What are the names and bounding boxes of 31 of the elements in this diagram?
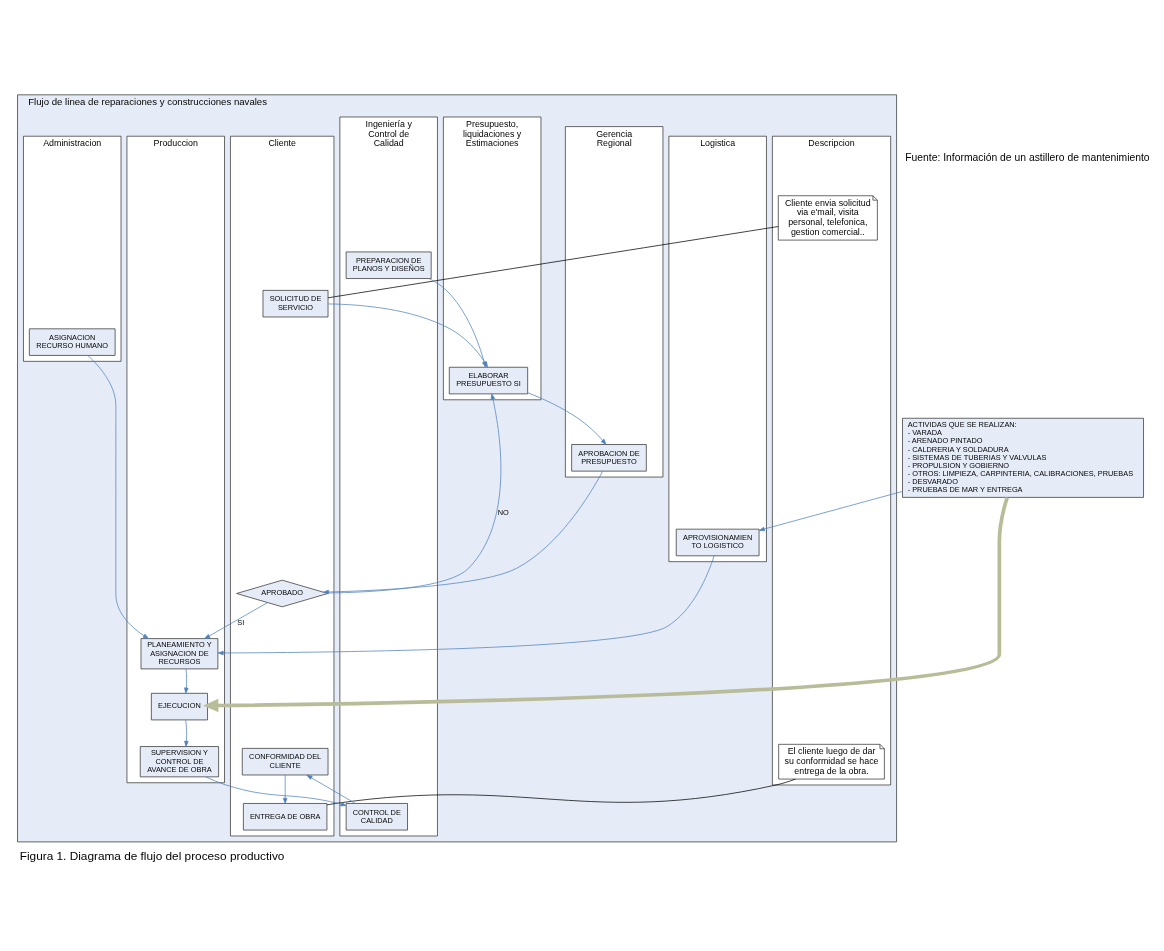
arrow bbox=[87, 355, 149, 639]
connector bbox=[326, 778, 796, 806]
arrow bbox=[283, 774, 288, 804]
node-box: ENTREGA DE OBRA bbox=[243, 803, 328, 831]
arrow bbox=[203, 496, 1009, 713]
node-box: SUPERVISION Y CONTROL DE AVANCE DE OBRA bbox=[139, 746, 219, 778]
node-box: CONTROL DE CALIDAD bbox=[345, 803, 408, 831]
arrow bbox=[205, 776, 347, 807]
arrow bbox=[204, 602, 268, 639]
edge-label: SI bbox=[237, 617, 245, 627]
connector bbox=[327, 226, 779, 299]
node-box: EJECUCION bbox=[150, 692, 208, 721]
caption: Figura 1. Diagrama de flujo del proceso productivo bbox=[19, 849, 285, 864]
node-box: APROVISIONAMIEN TO LOGISTICO bbox=[675, 528, 760, 557]
arrow bbox=[306, 774, 356, 804]
node-box: ELABORAR PRESUPUESTO SI bbox=[448, 366, 529, 395]
node-box: ACTIVIDAS QUE SE REALIZAN: - VARADA - ARENADO PINTADO - CALDRERIA Y SOLDADURA - SISTEMAS DE TUBERIAS Y VALVULAS - PROPULSION Y GOBIERNO - OTROS: LIMPIEZA, CARPINTERIA, CALIBRACIONES, PRUEBAS - DESVARADO - PRUEBAS DE MAR Y ENTREGA bbox=[902, 417, 1144, 498]
arrow bbox=[184, 668, 189, 694]
edge-label: NO bbox=[497, 508, 509, 518]
node-box: PREPARACION DE PLANOS Y DISEÑOS bbox=[345, 251, 432, 279]
arrow bbox=[322, 470, 604, 595]
label: Fuente: Información de un astillero de mantenimiento bbox=[905, 151, 1150, 163]
arrow bbox=[184, 719, 189, 747]
node-box: ASIGNACION RECURSO HUMANO bbox=[29, 328, 116, 356]
node-box: APROBACION DE PRESUPUESTO bbox=[571, 444, 647, 472]
node-box: SOLICITUD DE SERVICIO bbox=[262, 290, 329, 318]
node-box: CONFORMIDAD DEL CLIENTE bbox=[241, 748, 329, 776]
node-box: PLANEAMIENTO Y ASIGNACION DE RECURSOS bbox=[140, 638, 219, 670]
arrow bbox=[217, 555, 715, 656]
arrow bbox=[527, 392, 607, 445]
arrow bbox=[758, 491, 903, 532]
